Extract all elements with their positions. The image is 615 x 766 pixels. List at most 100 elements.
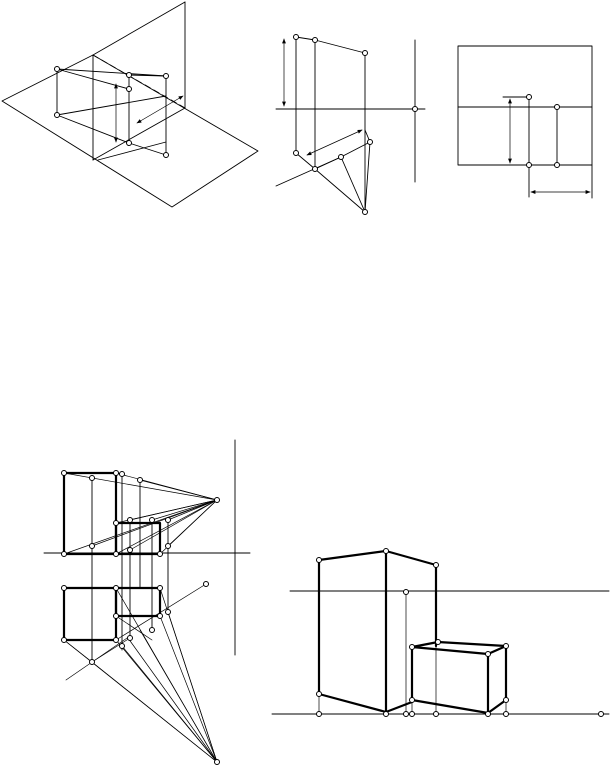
vanishing-ray <box>167 499 218 547</box>
point-marker <box>113 551 119 557</box>
small-box-plan <box>114 586 162 618</box>
vanishing-ray <box>115 499 218 555</box>
point-marker <box>367 139 373 145</box>
projector <box>314 168 366 213</box>
small-box-edge <box>486 698 508 715</box>
point-marker <box>126 140 132 146</box>
small-box-edge <box>436 640 508 648</box>
vanishing-point <box>214 497 220 503</box>
vanishing-ray <box>129 499 218 521</box>
picture-frame <box>457 45 593 166</box>
point-marker <box>113 585 119 591</box>
point-marker <box>89 659 95 665</box>
tall-box-edge <box>384 549 438 567</box>
projector <box>128 142 167 156</box>
point-marker <box>433 711 439 717</box>
panel-box-construction <box>43 439 251 765</box>
point-marker <box>526 94 532 100</box>
point-marker <box>503 697 509 703</box>
point-marker <box>312 37 318 43</box>
projector <box>275 156 342 187</box>
point-marker <box>403 589 409 595</box>
point-marker <box>61 637 67 643</box>
station-ray <box>167 611 218 763</box>
point-marker <box>316 691 322 697</box>
point-marker <box>149 627 155 633</box>
projector <box>56 95 167 116</box>
vanishing-ray <box>151 499 218 521</box>
point-marker <box>598 711 604 717</box>
panel-isometric-planes <box>1 1 259 208</box>
point-marker <box>163 73 169 79</box>
projector <box>115 615 153 641</box>
point-marker <box>433 562 439 568</box>
vanishing-ray <box>129 499 218 551</box>
point-marker <box>119 471 125 477</box>
small-box-edge <box>410 640 440 649</box>
small-box-edge <box>410 698 490 715</box>
point-marker <box>127 517 133 523</box>
point-marker <box>526 162 532 168</box>
point-marker <box>127 635 133 641</box>
point-marker <box>127 547 133 553</box>
point-marker <box>113 613 119 619</box>
station-ray <box>159 615 218 763</box>
point-marker <box>554 162 560 168</box>
point-marker <box>126 86 132 92</box>
point-marker <box>316 711 322 717</box>
panel-picture-plane <box>457 45 593 199</box>
point-marker <box>435 639 441 645</box>
projector <box>314 39 366 54</box>
point-marker <box>89 543 95 549</box>
point-marker <box>383 548 389 554</box>
hidden-intersection-line <box>92 54 186 109</box>
vanishing-ray <box>139 479 218 501</box>
point-marker <box>89 475 95 481</box>
tall-box-edge <box>384 700 414 714</box>
projector <box>295 36 316 41</box>
point-marker <box>203 581 209 587</box>
vanishing-ray <box>91 499 218 547</box>
projector <box>295 152 316 170</box>
point-marker <box>119 643 125 649</box>
point-marker <box>54 66 60 72</box>
panel-orthographic-construction <box>275 34 426 215</box>
depth-dimension <box>136 95 184 124</box>
point-marker <box>316 557 322 563</box>
station-ray <box>127 637 218 763</box>
point-marker <box>409 711 415 717</box>
tall-box-plan <box>62 586 118 642</box>
point-marker <box>409 697 415 703</box>
point-marker <box>157 551 163 557</box>
small-box-edge <box>410 645 490 656</box>
projector <box>128 74 167 77</box>
point-marker <box>403 711 409 717</box>
point-marker <box>54 112 60 118</box>
projector <box>340 141 371 158</box>
point-marker <box>61 470 67 476</box>
point-marker <box>113 637 119 643</box>
point-marker <box>485 651 491 657</box>
point-marker <box>503 711 509 717</box>
point-marker <box>409 644 415 650</box>
station-ray <box>121 645 218 763</box>
projector <box>63 639 93 663</box>
projector <box>97 141 167 161</box>
point-marker <box>485 711 491 717</box>
point-marker <box>383 711 389 717</box>
projector <box>56 68 167 77</box>
point-marker <box>362 50 368 56</box>
projector <box>115 583 207 641</box>
point-marker <box>126 72 132 78</box>
point-marker <box>293 150 299 156</box>
small-box-edge <box>486 644 508 656</box>
ground-trace <box>65 635 131 681</box>
point-marker <box>157 585 163 591</box>
point-marker <box>61 551 67 557</box>
panel-perspective-result <box>271 548 610 717</box>
projector <box>340 156 366 213</box>
picture-plane-top-edge <box>92 1 186 56</box>
point-marker <box>149 517 155 523</box>
